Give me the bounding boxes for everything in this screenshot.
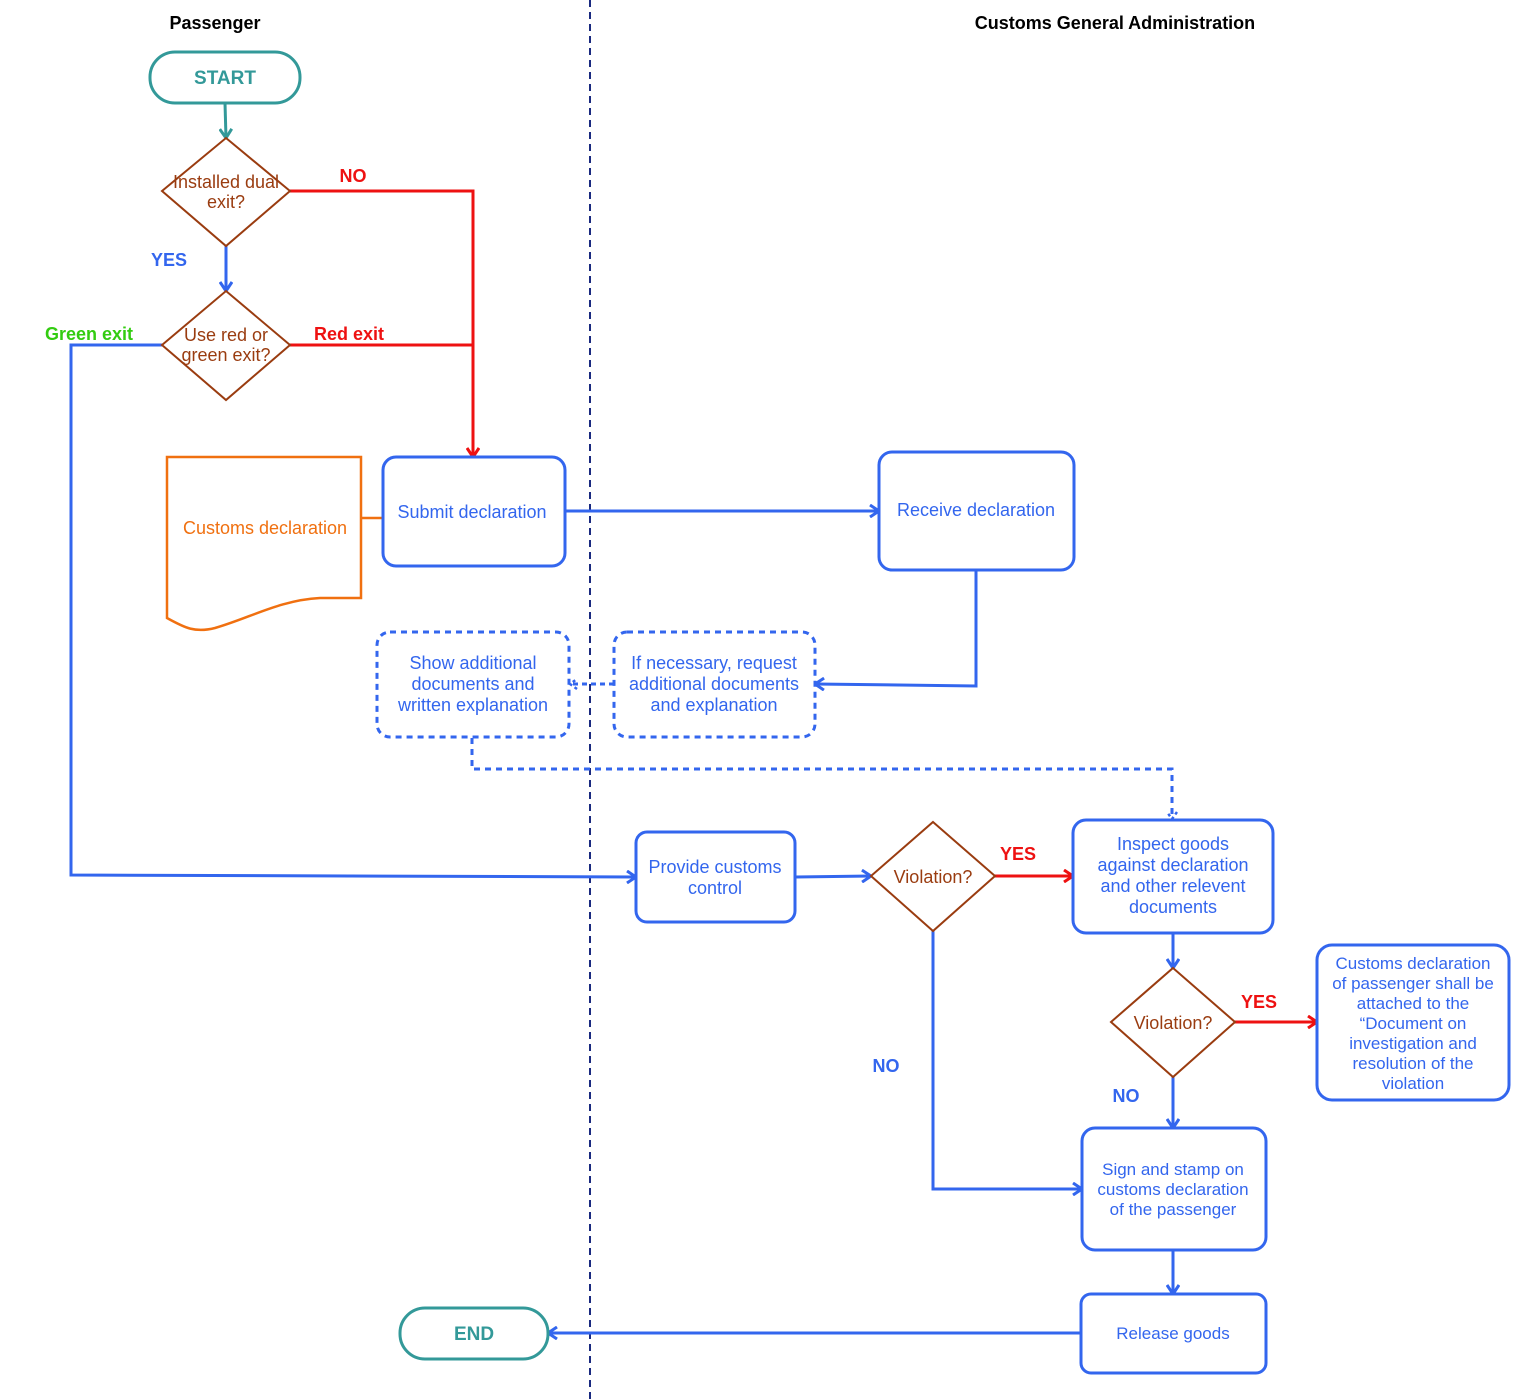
red-green-line-2: green exit? xyxy=(181,345,270,365)
show-additional-line-2: documents and xyxy=(411,674,534,694)
edge-green-exit-to-control xyxy=(69,343,636,877)
show-additional-line-3: written explanation xyxy=(397,695,548,715)
edge-violation1-no xyxy=(931,931,1082,1189)
decision-violation-1[interactable]: Violation? xyxy=(869,820,997,933)
release-goods-label: Release goods xyxy=(1116,1324,1229,1343)
process-submit-declaration[interactable]: Submit declaration xyxy=(381,455,567,568)
edge-control-to-violation xyxy=(795,876,871,877)
attach-line-6: resolution of the xyxy=(1353,1054,1474,1073)
process-sign-and-stamp[interactable]: Sign and stamp on customs declaration of… xyxy=(1080,1126,1268,1252)
lane-title-passenger: Passenger xyxy=(169,13,260,33)
violation-1-label: Violation? xyxy=(894,867,973,887)
inspect-line-2: against declaration xyxy=(1097,855,1248,875)
process-release-goods[interactable]: Release goods xyxy=(1079,1292,1268,1375)
dual-exit-line-2: exit? xyxy=(207,192,245,212)
inspect-line-3: and other relevent xyxy=(1100,876,1245,896)
label-red-exit: Red exit xyxy=(314,324,384,344)
inspect-line-4: documents xyxy=(1129,897,1217,917)
document-customs-declaration[interactable]: Customs declaration xyxy=(165,455,363,632)
provide-control-line-1: Provide customs xyxy=(648,857,781,877)
edge-no-to-submit xyxy=(290,189,473,457)
process-show-additional-documents[interactable]: Show additional documents and written ex… xyxy=(375,630,571,739)
decision-red-or-green-exit[interactable]: Use red or green exit? xyxy=(160,289,292,402)
show-additional-line-1: Show additional xyxy=(409,653,536,673)
dual-exit-line-1: Installed dual xyxy=(173,172,279,192)
label-yes-violation-2: YES xyxy=(1241,992,1277,1012)
end-label: END xyxy=(454,1324,494,1345)
lane-title-customs: Customs General Administration xyxy=(975,13,1255,33)
provide-control-line-2: control xyxy=(688,878,742,898)
label-yes-dual-exit: YES xyxy=(151,250,187,270)
process-attach-to-violation-document[interactable]: Customs declaration of passenger shall b… xyxy=(1315,943,1511,1102)
label-yes-violation-1: YES xyxy=(1000,844,1036,864)
edge-start-to-dual-exit xyxy=(225,102,226,138)
submit-declaration-label: Submit declaration xyxy=(397,502,546,522)
edge-show-to-inspect xyxy=(470,738,1172,819)
request-additional-line-1: If necessary, request xyxy=(631,653,797,673)
edge-receive-to-request xyxy=(815,571,978,686)
red-green-line-1: Use red or xyxy=(184,325,268,345)
process-inspect-goods[interactable]: Inspect goods against declaration and ot… xyxy=(1071,818,1275,935)
attach-line-4: “Document on xyxy=(1360,1014,1467,1033)
attach-line-5: investigation and xyxy=(1349,1034,1477,1053)
label-no-violation-1: NO xyxy=(873,1056,900,1076)
request-additional-line-3: and explanation xyxy=(650,695,777,715)
start-terminal[interactable]: START xyxy=(148,50,302,105)
attach-line-2: of passenger shall be xyxy=(1332,974,1494,993)
customs-declaration-label: Customs declaration xyxy=(183,518,347,538)
sign-stamp-line-2: customs declaration xyxy=(1097,1180,1248,1199)
process-receive-declaration[interactable]: Receive declaration xyxy=(877,450,1076,572)
attach-line-1: Customs declaration xyxy=(1336,954,1491,973)
process-provide-customs-control[interactable]: Provide customs control xyxy=(634,830,797,924)
request-additional-line-2: additional documents xyxy=(629,674,799,694)
inspect-line-1: Inspect goods xyxy=(1117,834,1229,854)
process-request-additional-documents[interactable]: If necessary, request additional documen… xyxy=(612,630,817,739)
end-terminal[interactable]: END xyxy=(398,1306,550,1361)
attach-line-3: attached to the xyxy=(1357,994,1469,1013)
violation-2-label: Violation? xyxy=(1134,1013,1213,1033)
receive-declaration-label: Receive declaration xyxy=(897,500,1055,520)
label-green-exit: Green exit xyxy=(45,324,133,344)
attach-line-7: violation xyxy=(1382,1074,1444,1093)
start-label: START xyxy=(194,68,256,89)
sign-stamp-line-3: of the passenger xyxy=(1110,1200,1237,1219)
decision-violation-2[interactable]: Violation? xyxy=(1109,966,1237,1079)
decision-installed-dual-exit[interactable]: Installed dual exit? xyxy=(160,136,292,248)
sign-stamp-line-1: Sign and stamp on xyxy=(1102,1160,1244,1179)
label-no-dual-exit: NO xyxy=(340,166,367,186)
label-no-violation-2: NO xyxy=(1113,1086,1140,1106)
